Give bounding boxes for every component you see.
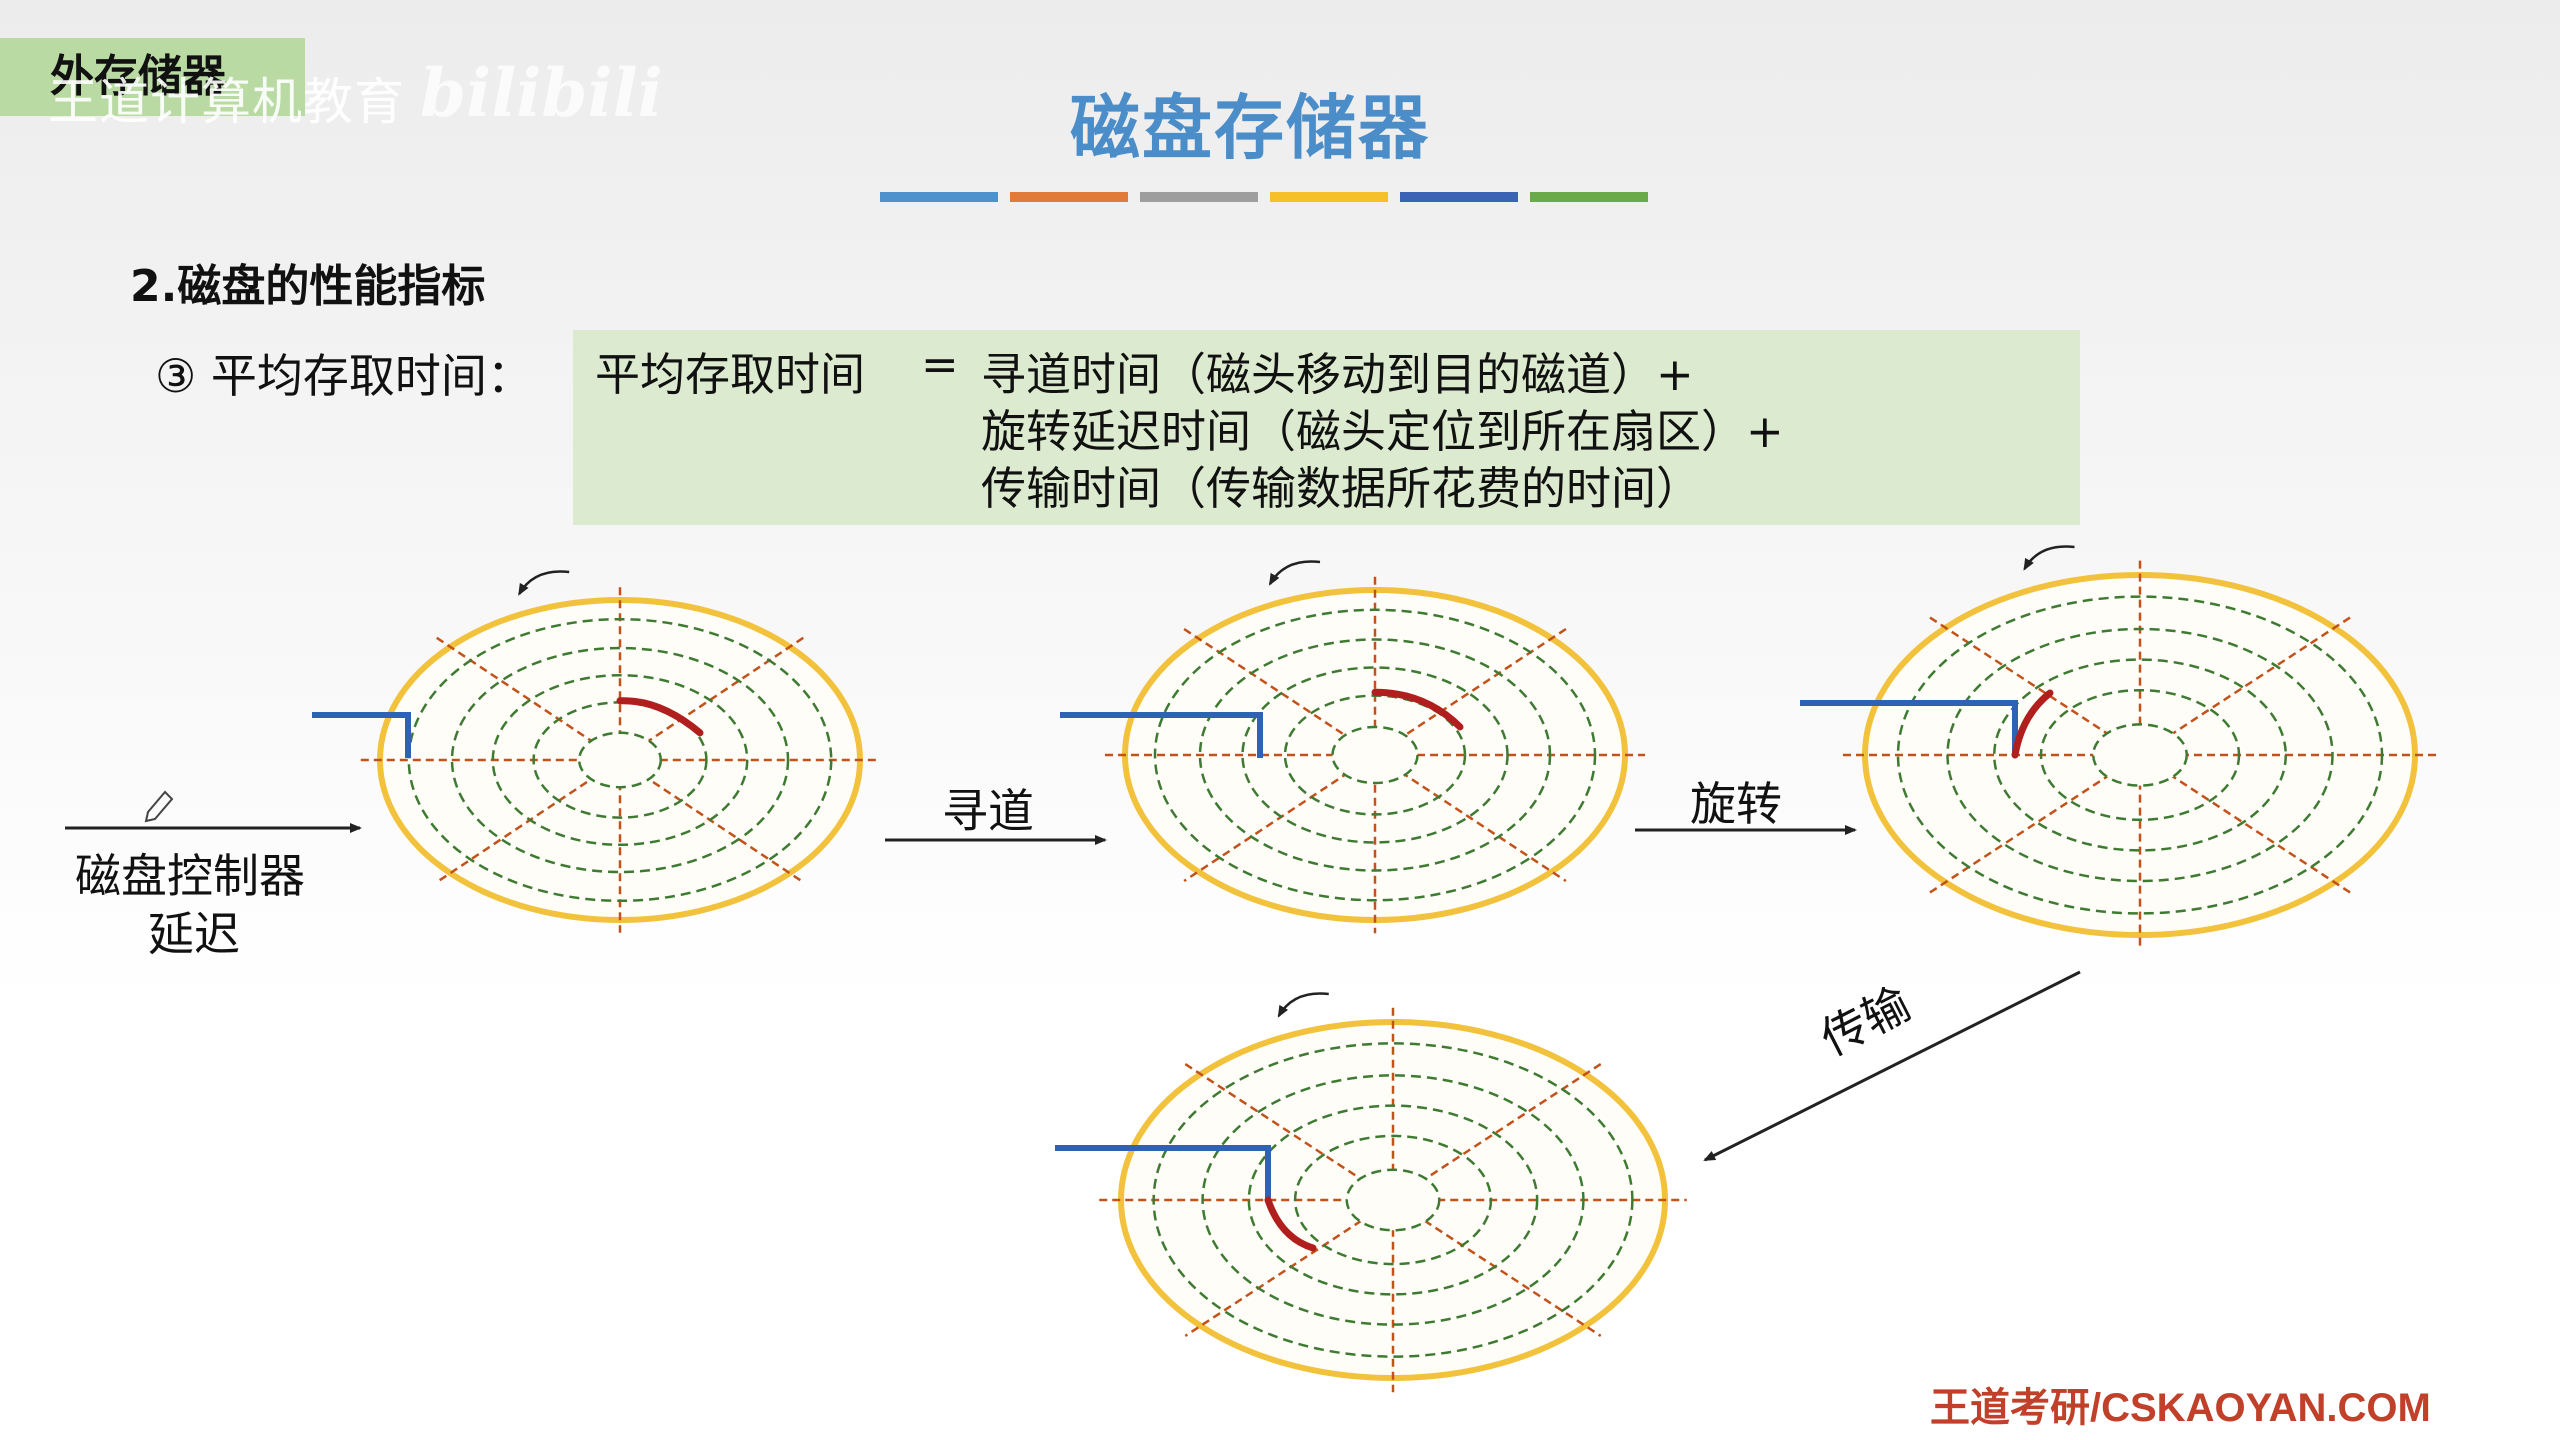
track	[2039, 688, 2241, 822]
formula-transfer-time: 传输时间（传输数据所花费的时间）	[981, 462, 1702, 515]
rotation-arrow-icon	[1277, 992, 1329, 1018]
target-sector-arc	[2011, 689, 2054, 759]
target-sector-arc	[616, 697, 704, 737]
sector-line	[436, 636, 804, 884]
disk-head	[1060, 712, 1263, 758]
track	[1345, 1168, 1441, 1232]
color-bar-segment	[1140, 192, 1258, 202]
pencil-icon	[144, 790, 174, 823]
target-sector-arc	[1371, 688, 1464, 731]
footer-brand: 王道考研/CSKAOYAN.COM	[1930, 1386, 2431, 1430]
track	[1946, 627, 2334, 883]
target-sector-arc	[1264, 1196, 1317, 1252]
color-bar-segment	[880, 192, 998, 202]
track	[2092, 723, 2188, 787]
formula-seek-time: 寻道时间（磁头移动到目的磁道）+	[981, 348, 1694, 401]
track	[1153, 608, 1597, 902]
track	[1201, 1074, 1585, 1326]
item-label: ③ 平均存取时间：	[155, 349, 533, 403]
sector-line	[436, 636, 804, 884]
formula-rotation-time: 旋转延迟时间（磁头定位到所在扇区）+	[981, 405, 1784, 458]
track	[577, 731, 663, 789]
formula-equals: =	[921, 338, 959, 391]
section-tag: 外存储器	[0, 38, 305, 116]
disk-head	[312, 712, 411, 758]
disk-initial	[312, 570, 880, 933]
color-bar-segment	[1530, 192, 1648, 202]
watermark-logo: bilibili	[420, 54, 663, 132]
track	[1198, 638, 1552, 872]
formula-lhs: 平均存取时间	[595, 348, 866, 401]
watermark: 王道计算机教育	[48, 73, 405, 131]
track	[1247, 1104, 1539, 1296]
track	[1331, 725, 1419, 785]
formula-box: 平均存取时间 = 寻道时间（磁头移动到目的磁道）+ 旋转延迟时间（磁头定位到所在…	[573, 330, 2080, 525]
rotation-arrow-icon	[2023, 545, 2075, 571]
track	[1896, 595, 2384, 915]
track	[407, 617, 833, 903]
disk-transfer	[1055, 992, 1687, 1393]
page-title: 磁盘存储器	[1070, 87, 1430, 169]
track	[450, 646, 790, 874]
label-seek: 寻道	[942, 784, 1034, 838]
label-controller-line1: 磁盘控制器	[75, 849, 305, 903]
track	[1241, 666, 1509, 844]
rotation-arrow-icon	[518, 570, 570, 596]
disk-head	[1800, 700, 2018, 752]
track	[1293, 1134, 1493, 1266]
label-controller-line2: 延迟	[148, 907, 240, 961]
disk-after-rotation	[1800, 545, 2437, 950]
track	[491, 673, 749, 847]
disk-head	[1055, 1145, 1271, 1198]
label-rotate: 旋转	[1690, 777, 1782, 831]
section-heading: 2.磁盘的性能指标	[130, 261, 486, 312]
color-bar-segment	[1010, 192, 1128, 202]
track	[1993, 658, 2287, 852]
color-bar-segment	[1400, 192, 1518, 202]
track	[1152, 1042, 1634, 1358]
arrow-transfer	[1703, 970, 2081, 1162]
rotation-arrow-icon	[1268, 560, 1321, 586]
disk-after-seek	[1060, 560, 1645, 934]
color-bar-segment	[1270, 192, 1388, 202]
